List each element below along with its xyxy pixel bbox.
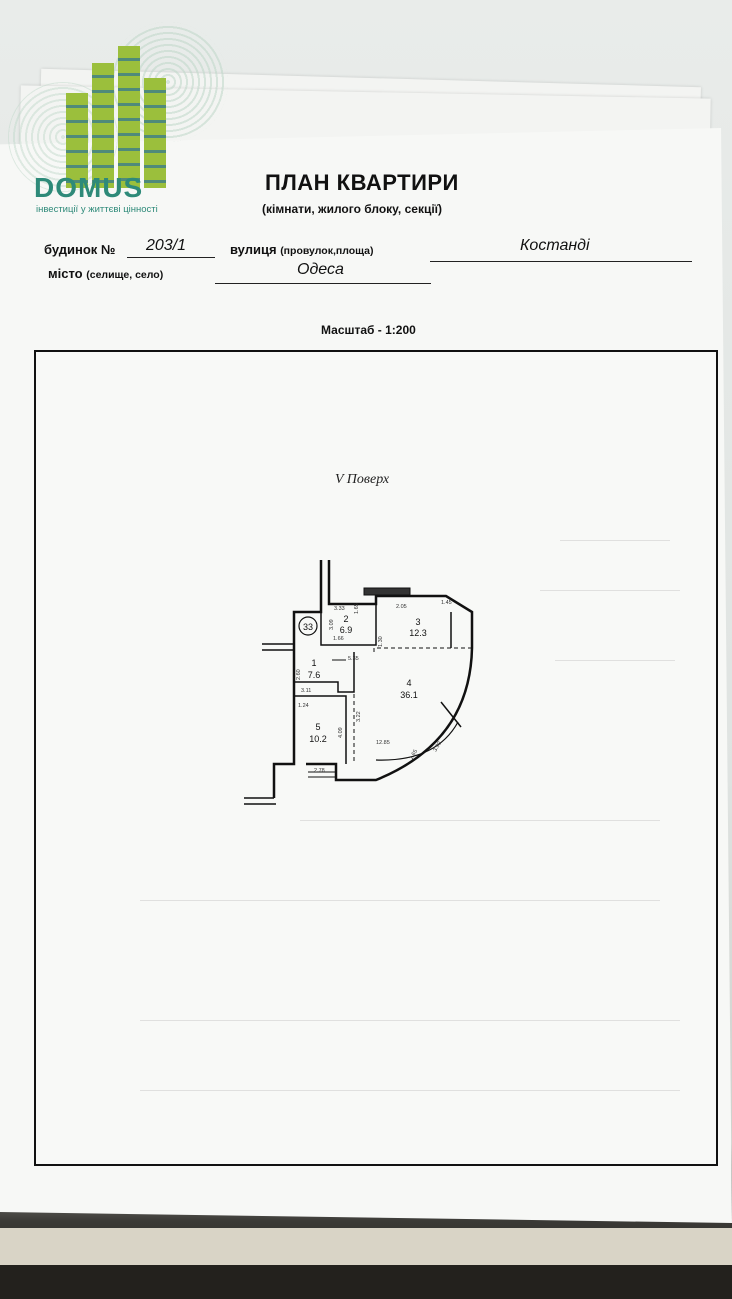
- room-4-area: 36.1: [400, 690, 418, 700]
- house-underline: [127, 257, 215, 258]
- house-number: 203/1: [146, 237, 187, 254]
- document-title: ПЛАН КВАРТИРИ: [265, 170, 459, 195]
- logo-wordmark: DOMUS: [34, 172, 144, 203]
- dim-label: 3.11: [301, 688, 311, 694]
- house-label: будинок №: [44, 242, 116, 257]
- street-label-group: вулиця (провулок,площа): [230, 242, 373, 257]
- logo-building-icon: [66, 46, 186, 188]
- floor-plan: 33 2 6.9 3 12.3 1 7.6 4 36.1 5 10.2 3.33…: [244, 560, 474, 805]
- room-3-number: 3: [415, 617, 420, 627]
- city-underline: [215, 283, 431, 284]
- street-underline: [430, 261, 692, 262]
- dim-label: 2.78: [314, 768, 325, 774]
- city-label: місто: [48, 266, 83, 281]
- room-3-area: 12.3: [409, 628, 427, 638]
- city-value: Одеса: [297, 261, 344, 278]
- dim-label: 1.45: [441, 600, 452, 606]
- scale-label: Масштаб - 1:200: [321, 323, 416, 337]
- table-surface: [0, 1228, 732, 1268]
- dim-label: 4.09: [338, 727, 344, 738]
- street-label: вулиця: [230, 242, 277, 257]
- city-label-group: місто (селище, село): [48, 266, 163, 281]
- logo-tagline: інвестиції у життєві цінності: [36, 204, 158, 215]
- dim-label: 2.05: [396, 604, 407, 610]
- dim-label: 1.24: [298, 703, 309, 709]
- room-2-number: 2: [343, 614, 348, 624]
- dim-label: 1.66: [333, 636, 344, 642]
- domus-logo: DOMUS інвестиції у життєві цінності: [8, 22, 228, 222]
- room-1-area: 7.6: [308, 670, 321, 680]
- table-surface-dark: [0, 1265, 732, 1299]
- street-hint: (провулок,площа): [280, 245, 374, 257]
- dim-label: 5.35: [348, 656, 359, 662]
- floor-label: V Поверх: [335, 472, 390, 487]
- dim-label: 3.90: [433, 741, 444, 753]
- room-5-number: 5: [315, 722, 320, 732]
- dim-label: 3.22: [356, 711, 362, 722]
- dim-label: 2.60: [296, 669, 302, 680]
- dim-label: 3.09: [329, 619, 335, 630]
- room-1-number: 1: [311, 658, 316, 668]
- axis-marker-label: 33: [303, 622, 313, 632]
- room-4-number: 4: [406, 678, 411, 688]
- room-2-area: 6.9: [340, 625, 353, 635]
- axis-marker-circle: [298, 616, 318, 636]
- plan-frame: [34, 350, 718, 1166]
- street-value: Костанді: [520, 237, 590, 254]
- dim-label: 1.30: [378, 636, 384, 647]
- dim-label: 12.85: [376, 740, 390, 746]
- dim-label: 1.65: [409, 749, 420, 761]
- document-subtitle: (кімнати, жилого блоку, секції): [262, 202, 443, 216]
- dim-label: 3.33: [334, 606, 345, 612]
- city-hint: (селище, село): [86, 269, 164, 281]
- dim-label: 1.65: [354, 603, 360, 614]
- room-5-area: 10.2: [309, 734, 327, 744]
